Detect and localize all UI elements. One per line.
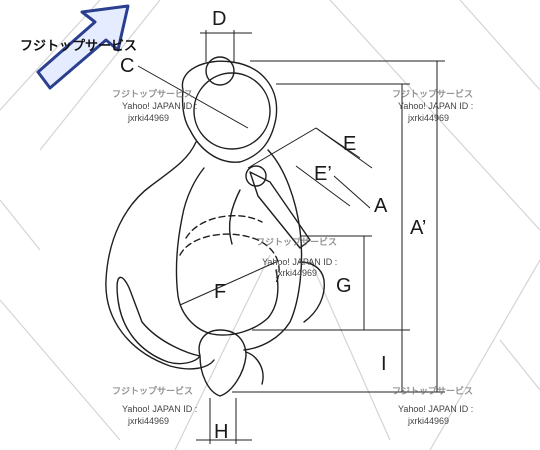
hook-tip <box>299 261 325 323</box>
watermark-block: フジトップサービス Yahoo! JAPAN ID : jxrki44969 フ… <box>112 88 473 426</box>
watermark-name: フジトップサービス <box>392 385 473 397</box>
watermark-name: フジトップサービス <box>112 88 193 100</box>
latch-inner <box>228 189 241 245</box>
bowl-dashed-2 <box>185 215 263 239</box>
body-left <box>105 141 215 370</box>
label-a: A <box>374 195 388 217</box>
watermark-name: フジトップサービス <box>392 88 473 100</box>
hook-throat <box>175 167 279 336</box>
bottom-curve <box>245 351 264 385</box>
label-h: H <box>214 421 228 443</box>
watermark-id-value: jxrki44969 <box>275 268 317 278</box>
eye-outer <box>181 60 278 163</box>
label-e-prime: E’ <box>314 163 332 185</box>
watermark-id-value: jxrki44969 <box>407 416 449 426</box>
label-i: I <box>381 353 387 375</box>
watermark-id-label: Yahoo! JAPAN ID : <box>398 101 473 111</box>
label-f: F <box>214 281 226 303</box>
bottom-nose <box>198 329 247 397</box>
watermark-id-value: jxrki44969 <box>407 113 449 123</box>
logo: フジトップサービス <box>20 4 137 90</box>
dimension-lines <box>137 30 445 444</box>
watermark-id-label: Yahoo! JAPAN ID : <box>122 404 197 414</box>
body-right <box>243 149 303 351</box>
bowl-dashed <box>179 233 280 286</box>
label-e: E <box>343 133 356 155</box>
side-slot <box>116 276 201 365</box>
latch <box>249 171 311 249</box>
label-d: D <box>212 8 226 30</box>
label-g: G <box>336 275 352 297</box>
latch-pin <box>245 165 267 187</box>
watermark-id-label: Yahoo! JAPAN ID : <box>262 257 337 267</box>
watermark-name: フジトップサービス <box>256 236 337 248</box>
top-pin <box>205 56 235 86</box>
watermark-id-value: jxrki44969 <box>127 113 169 123</box>
watermark-name: フジトップサービス <box>112 385 193 397</box>
watermark-id-value: jxrki44969 <box>127 416 169 426</box>
hook-outline <box>105 56 325 397</box>
watermark-id-label: Yahoo! JAPAN ID : <box>122 101 197 111</box>
eye-hole <box>193 72 271 150</box>
label-a-prime: A’ <box>410 217 426 239</box>
dimension-labels: D C E E’ A A’ F G I H <box>120 8 426 443</box>
watermark-id-label: Yahoo! JAPAN ID : <box>398 404 473 414</box>
label-c: C <box>120 55 134 77</box>
arrow-icon <box>36 4 130 90</box>
logo-text: フジトップサービス <box>20 38 137 54</box>
